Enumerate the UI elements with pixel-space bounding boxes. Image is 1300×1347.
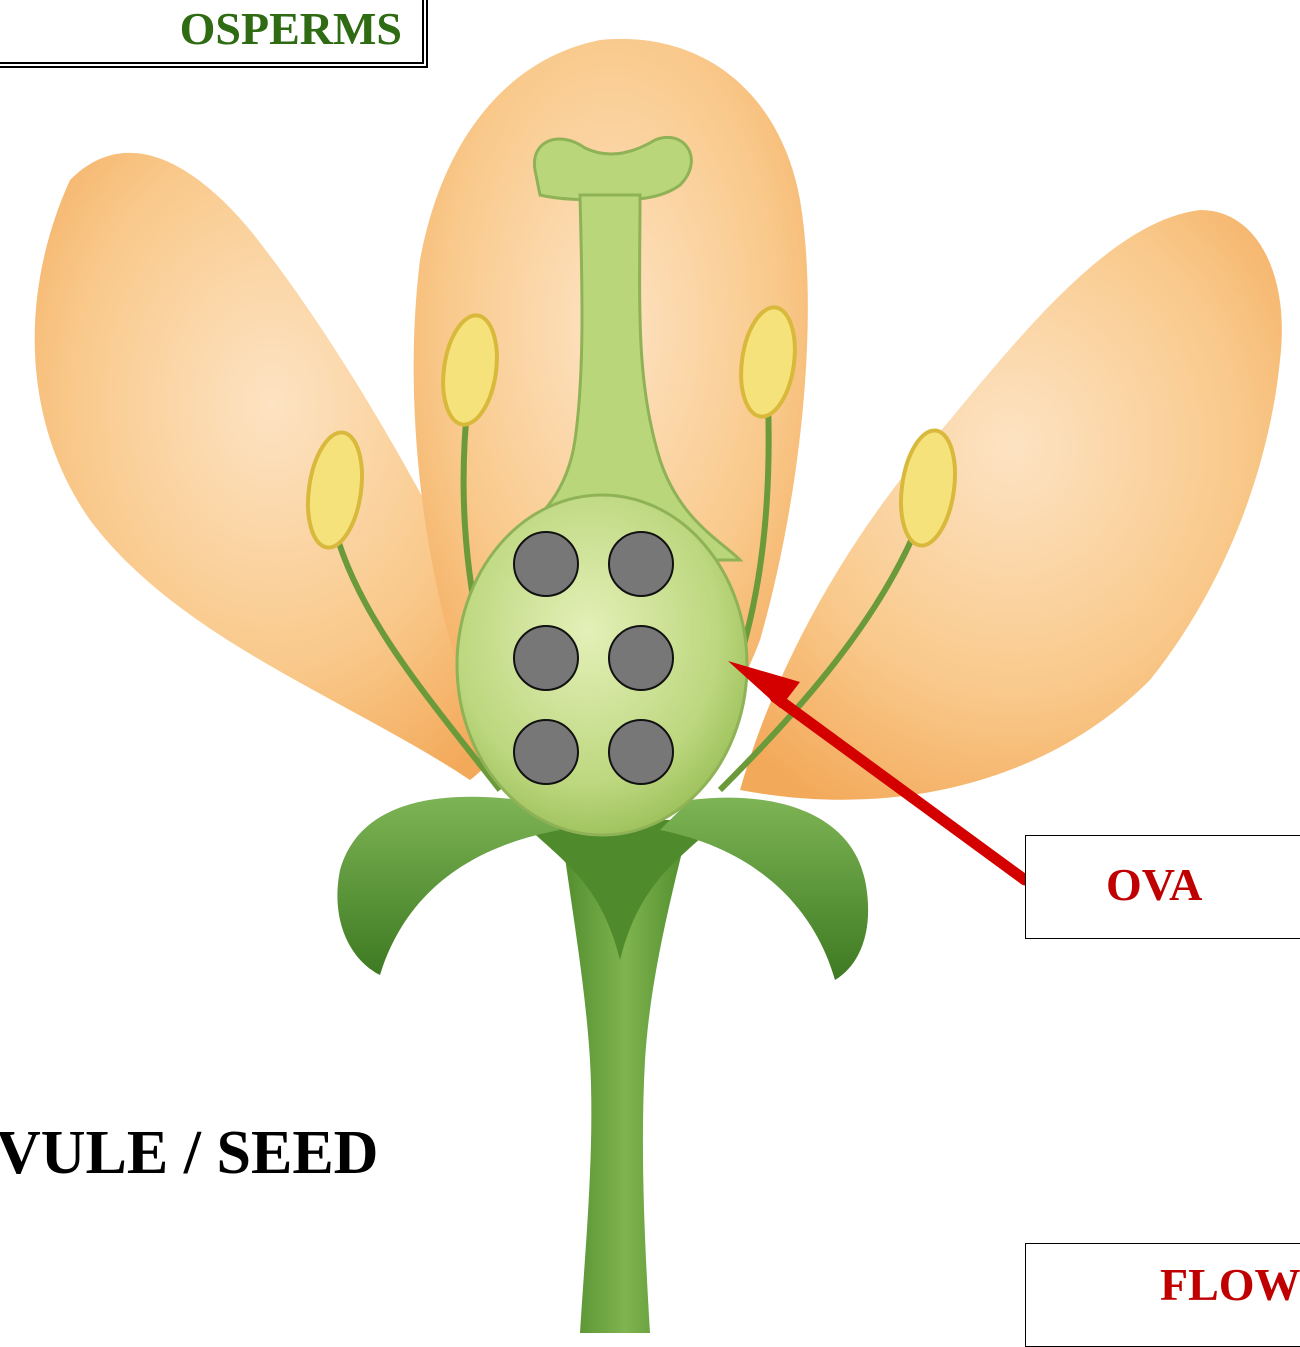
ovule-seed-label: VULE / SEED xyxy=(0,1118,378,1189)
ovule xyxy=(609,720,673,784)
flower-label-box: FLOW xyxy=(1025,1243,1300,1347)
petal-right xyxy=(740,210,1282,800)
ovary-label: OVA xyxy=(1106,858,1202,911)
ovule xyxy=(514,720,578,784)
ovule xyxy=(609,532,673,596)
receptacle xyxy=(520,820,720,960)
ovule xyxy=(609,626,673,690)
title-box: OSPERMS xyxy=(0,0,428,68)
flower-label: FLOW xyxy=(1160,1258,1300,1311)
ovule xyxy=(514,532,578,596)
ovary xyxy=(457,495,747,835)
sepal-right xyxy=(660,798,868,980)
page-title: OSPERMS xyxy=(180,2,402,55)
ovary-label-box: OVA xyxy=(1025,835,1300,939)
ovule xyxy=(514,626,578,690)
sepal-left xyxy=(337,797,560,975)
